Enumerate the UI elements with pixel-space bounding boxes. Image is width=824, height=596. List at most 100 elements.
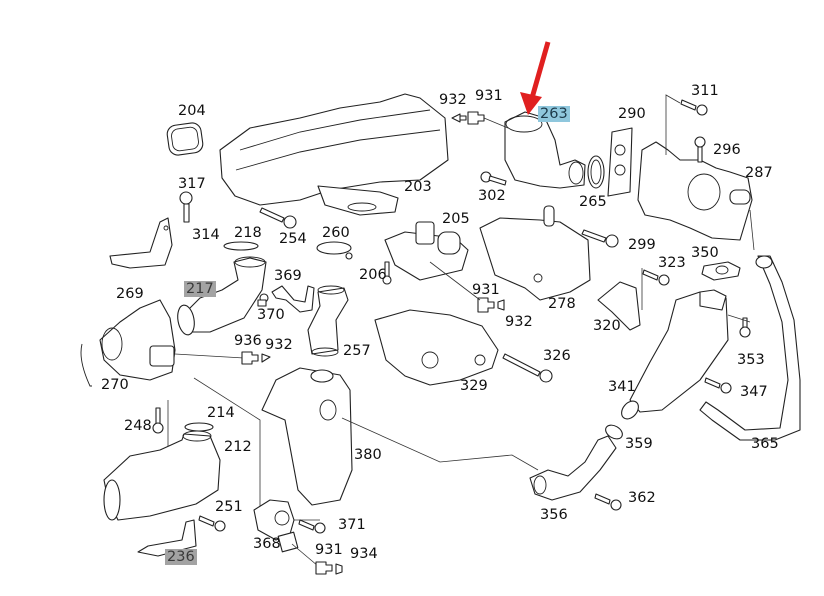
part-932-plug-left[interactable]: [261, 353, 271, 363]
part-260-clamp[interactable]: [316, 241, 353, 260]
part-371-bolt[interactable]: [298, 519, 326, 534]
label-353[interactable]: 353: [737, 352, 765, 368]
label-260[interactable]: 260: [322, 225, 350, 241]
label-380[interactable]: 380: [354, 447, 382, 463]
part-934-plug[interactable]: [335, 563, 343, 575]
label-287[interactable]: 287: [745, 165, 773, 181]
part-320-bracket[interactable]: [597, 281, 641, 331]
part-296-bolt[interactable]: [694, 136, 706, 163]
label-217-marked[interactable]: 217: [184, 281, 216, 297]
label-269[interactable]: 269: [116, 286, 144, 302]
label-265[interactable]: 265: [579, 194, 607, 210]
part-205-actuator[interactable]: [384, 221, 469, 281]
label-317[interactable]: 317: [178, 176, 206, 192]
label-302[interactable]: 302: [478, 188, 506, 204]
part-218-oring[interactable]: [223, 241, 259, 251]
part-290-gasket-plate[interactable]: [607, 127, 633, 197]
label-934[interactable]: 934: [350, 546, 378, 562]
label-263-selected[interactable]: 263: [538, 106, 570, 122]
label-270[interactable]: 270: [101, 377, 129, 393]
label-311[interactable]: 311: [691, 83, 719, 99]
part-341-egr-cooler[interactable]: [618, 289, 729, 422]
part-353-bolt[interactable]: [739, 317, 751, 338]
part-270-spring-clip[interactable]: [80, 343, 92, 387]
part-380-bracket[interactable]: [261, 367, 353, 506]
part-932-plug[interactable]: [451, 113, 467, 123]
label-254[interactable]: 254: [279, 231, 307, 247]
part-299-bolt[interactable]: [581, 229, 619, 248]
part-356-pipe[interactable]: [529, 435, 617, 501]
part-326-bolt[interactable]: [502, 353, 553, 383]
label-359[interactable]: 359: [625, 436, 653, 452]
part-370-clip[interactable]: [257, 293, 269, 307]
label-347[interactable]: 347: [740, 384, 768, 400]
label-329[interactable]: 329: [460, 378, 488, 394]
part-931-connector[interactable]: [467, 111, 485, 125]
label-932-mid[interactable]: 932: [505, 314, 533, 330]
label-206[interactable]: 206: [359, 267, 387, 283]
part-362-bolt[interactable]: [594, 493, 622, 511]
part-931-connector-mid[interactable]: [477, 297, 495, 313]
part-369-hose[interactable]: [271, 285, 315, 313]
label-218[interactable]: 218: [234, 225, 262, 241]
label-248[interactable]: 248: [124, 418, 152, 434]
part-269-throttle-body[interactable]: [99, 299, 176, 381]
part-302-bolt[interactable]: [480, 171, 507, 186]
part-278-bracket[interactable]: [479, 205, 591, 301]
part-329-housing[interactable]: [374, 309, 499, 386]
label-214[interactable]: 214: [207, 405, 235, 421]
label-290[interactable]: 290: [618, 106, 646, 122]
label-296[interactable]: 296: [713, 142, 741, 158]
label-212[interactable]: 212: [224, 439, 252, 455]
label-314[interactable]: 314: [192, 227, 220, 243]
label-932[interactable]: 932: [439, 92, 467, 108]
part-214-oring[interactable]: [184, 422, 214, 432]
label-368[interactable]: 368: [253, 536, 281, 552]
label-257[interactable]: 257: [343, 343, 371, 359]
label-931[interactable]: 931: [475, 88, 503, 104]
part-311-bolt[interactable]: [680, 99, 708, 116]
label-365[interactable]: 365: [751, 436, 779, 452]
part-254-bolt[interactable]: [259, 207, 297, 229]
label-341[interactable]: 341: [608, 379, 636, 395]
label-203[interactable]: 203: [404, 179, 432, 195]
label-236-marked[interactable]: 236: [165, 549, 197, 565]
part-236-bracket[interactable]: [137, 519, 197, 557]
label-278[interactable]: 278: [548, 296, 576, 312]
part-350-gasket[interactable]: [701, 261, 741, 281]
part-257-pipe[interactable]: [307, 285, 349, 357]
part-263-egr-valve[interactable]: [504, 111, 586, 189]
label-371[interactable]: 371: [338, 517, 366, 533]
label-931-mid[interactable]: 931: [472, 282, 500, 298]
part-931-connector-bottom[interactable]: [315, 561, 333, 575]
label-931-bottom[interactable]: 931: [315, 542, 343, 558]
part-323-bolt[interactable]: [642, 269, 670, 286]
part-206-bolt[interactable]: [382, 261, 392, 285]
part-368-sensor[interactable]: [253, 499, 299, 553]
part-932-plug-mid[interactable]: [497, 299, 505, 311]
part-936-connector[interactable]: [241, 351, 259, 365]
part-365-hose[interactable]: [699, 255, 801, 441]
label-205[interactable]: 205: [442, 211, 470, 227]
label-936[interactable]: 936: [234, 333, 262, 349]
label-350[interactable]: 350: [691, 245, 719, 261]
part-212-throttle-housing[interactable]: [103, 430, 221, 521]
part-248-bolt[interactable]: [152, 407, 164, 434]
label-932-left[interactable]: 932: [265, 337, 293, 353]
label-320[interactable]: 320: [593, 318, 621, 334]
part-217-intake-elbow[interactable]: [176, 256, 267, 336]
label-362[interactable]: 362: [628, 490, 656, 506]
part-204-gasket[interactable]: [166, 122, 204, 156]
label-326[interactable]: 326: [543, 348, 571, 364]
label-299[interactable]: 299: [628, 237, 656, 253]
part-359-oring[interactable]: [603, 422, 625, 441]
label-323[interactable]: 323: [658, 255, 686, 271]
label-369[interactable]: 369: [274, 268, 302, 284]
part-251-bolt[interactable]: [198, 515, 226, 532]
part-347-bolt[interactable]: [704, 377, 732, 394]
part-317-bolt[interactable]: [179, 191, 193, 223]
part-287-housing[interactable]: [637, 141, 753, 241]
part-314-bracket[interactable]: [109, 217, 173, 269]
label-370[interactable]: 370: [257, 307, 285, 323]
label-251[interactable]: 251: [215, 499, 243, 515]
